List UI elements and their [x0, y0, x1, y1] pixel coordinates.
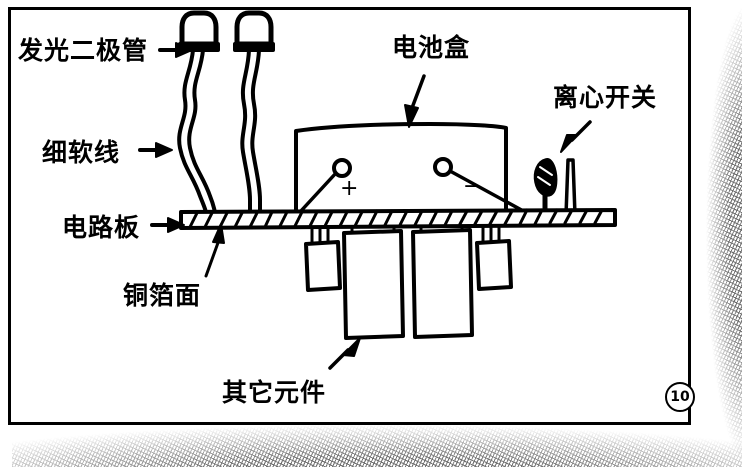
label-centrifugal-switch: 离心开关: [553, 83, 658, 112]
centrifugal-switch: [533, 158, 577, 218]
label-copper-foil: 铜箔面: [123, 281, 202, 310]
label-circuit-board: 电路板: [62, 213, 141, 242]
led-right-icon: [233, 10, 275, 52]
battery-positive-sign: +: [340, 176, 359, 201]
component-small-right: [475, 225, 513, 291]
battery-positive-terminal: [298, 158, 352, 214]
label-battery-box: 电池盒: [392, 33, 471, 62]
arrow-copper-foil: [204, 223, 225, 278]
led-right-leads: [240, 48, 262, 220]
led-left-icon: [178, 10, 220, 52]
label-other-components: 其它元件: [222, 378, 327, 407]
label-led: 发光二极管: [18, 36, 149, 65]
arrow-circuit-board: [150, 217, 185, 233]
circuit-board: [179, 208, 617, 230]
arrow-led: [158, 42, 193, 58]
led-left-leads: [177, 48, 218, 221]
battery-negative-terminal: [433, 157, 529, 215]
battery-box: [294, 122, 508, 216]
arrow-centrifugal-switch: [560, 120, 592, 153]
battery-negative-sign: −: [463, 174, 482, 199]
component-small-left: [304, 226, 342, 292]
component-large-left: [342, 226, 405, 340]
arrow-battery-box: [404, 74, 426, 128]
label-thin-wire: 细软线: [42, 138, 121, 167]
arrow-other-components: [328, 337, 361, 370]
arrow-thin-wire: [138, 142, 173, 158]
figure-number-badge: 10: [665, 382, 695, 412]
component-large-right: [411, 225, 474, 339]
